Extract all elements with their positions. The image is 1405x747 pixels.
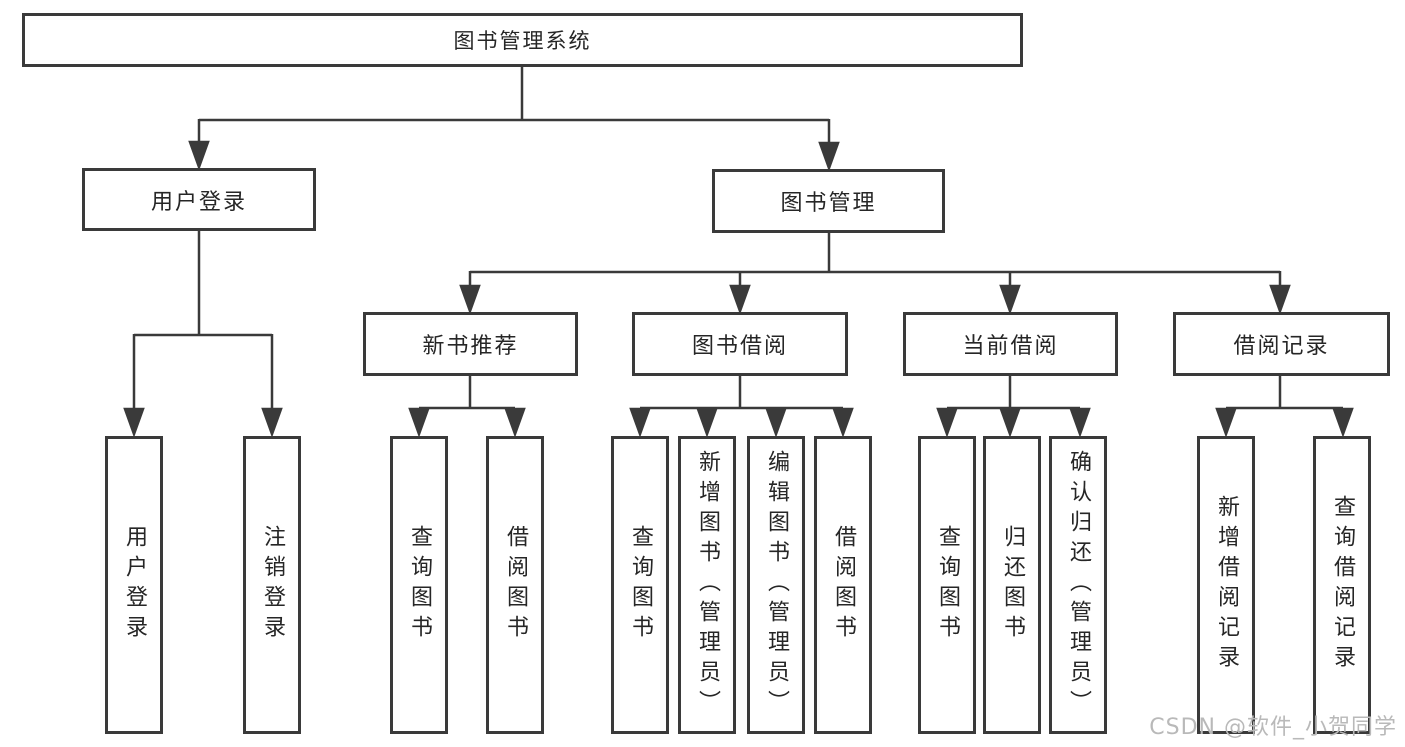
node-label: 图书管理系统 [453, 29, 592, 53]
node-book-management: 图书管理 [712, 169, 945, 233]
leaf-user-login: 用户登录 [105, 436, 163, 734]
leaf-confirm-return-admin: 确认归还（管理员） [1049, 436, 1107, 734]
leaf-logout: 注销登录 [243, 436, 301, 734]
node-label: 用户登录 [150, 189, 247, 215]
leaf-query-books-current: 查询图书 [918, 436, 976, 734]
leaf-label: 新增借阅记录 [1214, 495, 1239, 675]
node-new-book-recommendation: 新书推荐 [363, 312, 578, 376]
node-label: 图书借阅 [691, 334, 788, 359]
leaf-label: 借阅图书 [503, 525, 528, 645]
node-label: 当前借阅 [962, 334, 1059, 359]
leaf-label: 新增图书（管理员） [695, 450, 720, 720]
node-label: 新书推荐 [422, 334, 519, 359]
watermark: CSDN @软件_小贺同学 [1149, 715, 1397, 740]
leaf-label: 查询图书 [935, 525, 960, 645]
node-library-management-system: 图书管理系统 [22, 13, 1023, 67]
leaf-label: 借阅图书 [831, 525, 856, 645]
leaf-query-borrow-record: 查询借阅记录 [1313, 436, 1371, 734]
leaf-label: 归还图书 [1000, 525, 1025, 645]
node-book-borrowing: 图书借阅 [632, 312, 848, 376]
leaf-add-books-admin: 新增图书（管理员） [678, 436, 736, 734]
leaf-label: 确认归还（管理员） [1066, 450, 1091, 720]
leaf-label: 注销登录 [260, 525, 285, 645]
leaf-borrow-books-recommend: 借阅图书 [486, 436, 544, 734]
leaf-label: 查询图书 [628, 525, 653, 645]
leaf-label: 编辑图书（管理员） [764, 450, 789, 720]
node-borrowing-records: 借阅记录 [1173, 312, 1390, 376]
node-label: 借阅记录 [1233, 334, 1330, 359]
leaf-query-books-borrow: 查询图书 [611, 436, 669, 734]
leaf-label: 用户登录 [122, 525, 147, 645]
leaf-add-borrow-record: 新增借阅记录 [1197, 436, 1255, 734]
leaf-return-books: 归还图书 [983, 436, 1041, 734]
leaf-edit-books-admin: 编辑图书（管理员） [747, 436, 805, 734]
node-user-login: 用户登录 [82, 168, 316, 231]
node-current-borrowing: 当前借阅 [903, 312, 1118, 376]
leaf-query-books-recommend: 查询图书 [390, 436, 448, 734]
leaf-borrow-books: 借阅图书 [814, 436, 872, 734]
leaf-label: 查询图书 [407, 525, 432, 645]
leaf-label: 查询借阅记录 [1330, 495, 1355, 675]
node-label: 图书管理 [780, 191, 877, 216]
